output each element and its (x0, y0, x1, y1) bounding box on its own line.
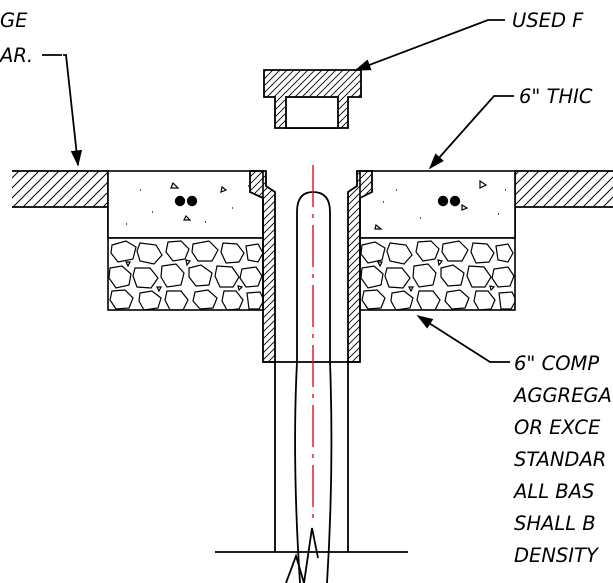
concrete-slab-right (359, 170, 516, 239)
leader-top-left (42, 54, 83, 167)
aggregate-specks (374, 179, 506, 230)
note-thickness: 6" THIC (519, 85, 593, 108)
leader-thickness (428, 95, 514, 170)
leader-aggregate-base (416, 315, 510, 363)
note-used-for: USED F (512, 9, 584, 32)
rebar-dot (437, 195, 449, 207)
rebar-dot (186, 195, 198, 207)
note-base-line: AGGREGA (512, 384, 612, 407)
note-top-left-line1: GE (0, 9, 28, 32)
note-base-line: ALL BAS (512, 480, 594, 503)
note-base-line: OR EXCE (514, 416, 601, 439)
existing-grade-right (514, 170, 613, 238)
leader-used-for (354, 19, 505, 71)
rebar-dot (449, 195, 461, 207)
gravel-stones (108, 240, 263, 310)
sleeve-cap (263, 69, 362, 129)
aggregate-base-left (107, 237, 264, 311)
note-top-left-line2: AR. (0, 44, 33, 67)
note-base-line: STANDAR (514, 448, 606, 471)
existing-grade-left (12, 170, 109, 238)
aggregate-specks (126, 181, 249, 225)
note-aggregate-base: 6" COMP AGGREGA OR EXCE STANDAR ALL BAS … (512, 352, 612, 567)
bollard-post (274, 191, 349, 583)
gravel-stones (360, 240, 515, 310)
concrete-slab-left (107, 170, 264, 239)
note-base-line: SHALL B (514, 512, 596, 535)
note-base-line: 6" COMP (514, 352, 599, 375)
rebar-dot (174, 195, 186, 207)
note-base-line: DENSITY (514, 544, 600, 567)
aggregate-base-right (359, 237, 516, 311)
